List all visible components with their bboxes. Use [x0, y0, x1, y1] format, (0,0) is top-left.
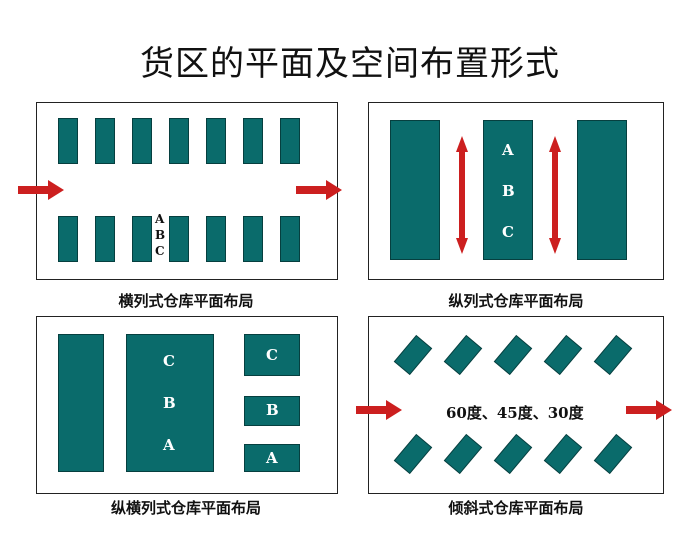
rack [169, 118, 189, 164]
section-label-a: A [163, 436, 175, 454]
double-arrow [456, 136, 468, 254]
flow-in-arrow [18, 180, 64, 200]
caption-mixed: 纵横列式仓库平面布局 [110, 499, 261, 517]
inclined-rack [393, 334, 433, 376]
rack [244, 444, 300, 472]
rack [58, 216, 78, 262]
rack [577, 120, 627, 260]
angle-list: 60度、45度、30度 [446, 404, 584, 422]
section-label-a: A [155, 212, 165, 226]
section-label-b: B [266, 401, 279, 419]
rack [58, 118, 78, 164]
flow-out-arrow [626, 400, 672, 420]
rack [243, 118, 263, 164]
rack [58, 334, 104, 472]
rack [169, 216, 189, 262]
section-label-b: B [155, 228, 166, 242]
section-label-c: C [266, 346, 278, 364]
section-label-a: A [502, 141, 514, 159]
section-label-a: A [266, 449, 278, 467]
inclined-rack [393, 433, 433, 475]
rack [95, 118, 115, 164]
rack [390, 120, 440, 260]
inclined-rack [543, 334, 583, 376]
section-label-b: B [163, 394, 176, 412]
inclined-rack [493, 433, 533, 475]
rack [244, 334, 300, 376]
rack [206, 118, 226, 164]
inclined-rack [493, 334, 533, 376]
inclined-rack [593, 334, 633, 376]
caption-inclined: 倾斜式仓库平面布局 [448, 499, 584, 517]
section-label-c: C [155, 244, 165, 258]
flow-in-arrow [356, 400, 402, 420]
caption-horizontal: 横列式仓库平面布局 [118, 292, 254, 310]
rack [483, 120, 533, 260]
inclined-rack [543, 433, 583, 475]
rack [95, 216, 115, 262]
rack [132, 216, 152, 262]
section-label-c: C [163, 352, 175, 370]
rack [280, 216, 300, 262]
section-label-b: B [502, 182, 515, 200]
rack [243, 216, 263, 262]
inclined-rack [443, 334, 483, 376]
inclined-rack [443, 433, 483, 475]
rack [206, 216, 226, 262]
double-arrow [549, 136, 561, 254]
rack [244, 396, 300, 426]
rack [126, 334, 214, 472]
section-label-c: C [502, 223, 514, 241]
rack [280, 118, 300, 164]
flow-out-arrow [296, 180, 342, 200]
caption-vertical: 纵列式仓库平面布局 [448, 292, 584, 310]
rack [132, 118, 152, 164]
inclined-rack [593, 433, 633, 475]
page-title: 货区的平面及空间布置形式 [140, 44, 560, 84]
